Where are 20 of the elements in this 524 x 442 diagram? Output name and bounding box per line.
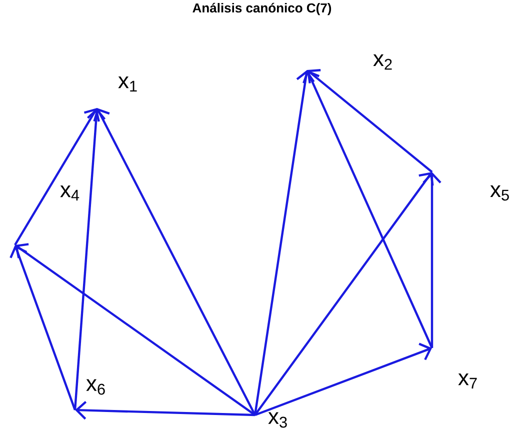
arrow — [422, 172, 442, 348]
arrow — [254, 172, 434, 416]
arrow — [302, 70, 433, 348]
variable-label: x$_{4}$ — [60, 185, 80, 201]
variable-label: x$_{2}$ — [373, 54, 392, 70]
variable-label: x$_{1}$ — [118, 76, 137, 92]
variable-label: x$_{3}$ — [268, 412, 287, 428]
variable-label: x$_{7}$ — [458, 373, 477, 389]
arrow — [307, 69, 433, 173]
arrow — [93, 108, 256, 416]
arrow — [254, 70, 315, 416]
arrow — [14, 108, 100, 246]
arrow — [75, 400, 256, 420]
title: Análisis canónico C(7) — [192, 2, 332, 16]
arrow — [15, 243, 256, 416]
arrow — [74, 108, 106, 410]
variable-label: x$_{5}$ — [490, 185, 509, 201]
arrow — [254, 342, 432, 416]
arrow — [10, 245, 76, 410]
variable-label: x$_{6}$ — [86, 379, 105, 395]
